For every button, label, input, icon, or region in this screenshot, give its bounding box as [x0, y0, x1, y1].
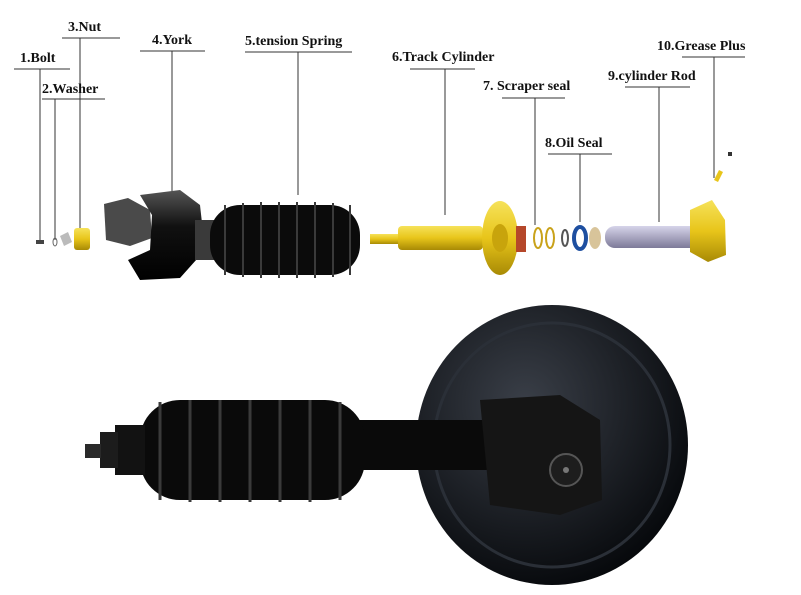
washer-part [52, 232, 72, 247]
oil-seal-part [561, 225, 601, 251]
york-part [104, 190, 215, 280]
bolt-part [36, 240, 44, 244]
grease-plug-part [714, 152, 732, 182]
label-washer: 2.Washer [42, 82, 99, 97]
leader-lines [14, 37, 745, 240]
label-oil-seal: 8.Oil Seal [545, 136, 603, 151]
label-grease-plug: 10.Grease Plus [657, 39, 746, 54]
label-scraper-seal: 7. Scraper seal [483, 79, 571, 94]
track-cylinder-part [370, 201, 518, 275]
tension-spring-part [210, 202, 360, 278]
label-bolt: 1.Bolt [20, 51, 56, 66]
scraper-seal-part [516, 226, 555, 252]
label-cylinder-rod: 9.cylinder Rod [608, 69, 696, 84]
label-nut: 3.Nut [68, 20, 102, 35]
label-tension-spring: 5.tension Spring [245, 34, 343, 49]
label-york: 4.York [152, 33, 193, 48]
cylinder-rod-part [605, 200, 726, 262]
label-track-cylinder: 6.Track Cylinder [392, 50, 495, 65]
nut-part [74, 228, 90, 250]
assembled-idler-unit [85, 305, 688, 585]
